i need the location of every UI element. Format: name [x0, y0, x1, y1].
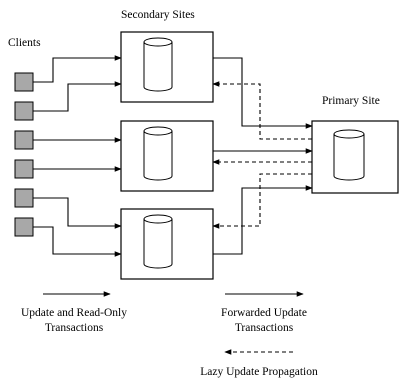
client-3 [14, 130, 34, 150]
database-icon [143, 126, 173, 181]
clients-label: Clients [8, 37, 41, 49]
primary-site [311, 120, 399, 194]
legend: Update and Read-Only Transactions Forwar… [21, 291, 318, 378]
legend-forwarded-line1: Forwarded Update [221, 307, 307, 319]
client-4 [14, 159, 34, 179]
legend-update-readonly-line1: Update and Read-Only [21, 307, 127, 319]
legend-update-readonly-line2: Transactions [45, 322, 104, 334]
client-6 [14, 217, 34, 237]
lazy-propagation-arrows [212, 81, 312, 229]
secondary-site-1 [120, 31, 214, 103]
client-5 [14, 188, 34, 208]
forwarded-update-arrows [213, 57, 313, 255]
client-request-arrows [33, 55, 122, 257]
secondary-site-2 [120, 120, 214, 192]
client-2 [14, 101, 34, 121]
legend-lazy-propagation: Lazy Update Propagation [200, 366, 318, 378]
secondary-site-3 [120, 208, 214, 280]
client-1 [14, 72, 34, 92]
clients-group [14, 72, 34, 237]
legend-forwarded-line2: Transactions [235, 322, 294, 334]
database-icon [143, 214, 173, 269]
database-icon [333, 129, 365, 181]
primary-site-label: Primary Site [322, 95, 380, 107]
database-icon [143, 37, 173, 92]
secondary-sites-label: Secondary Sites [121, 9, 195, 21]
